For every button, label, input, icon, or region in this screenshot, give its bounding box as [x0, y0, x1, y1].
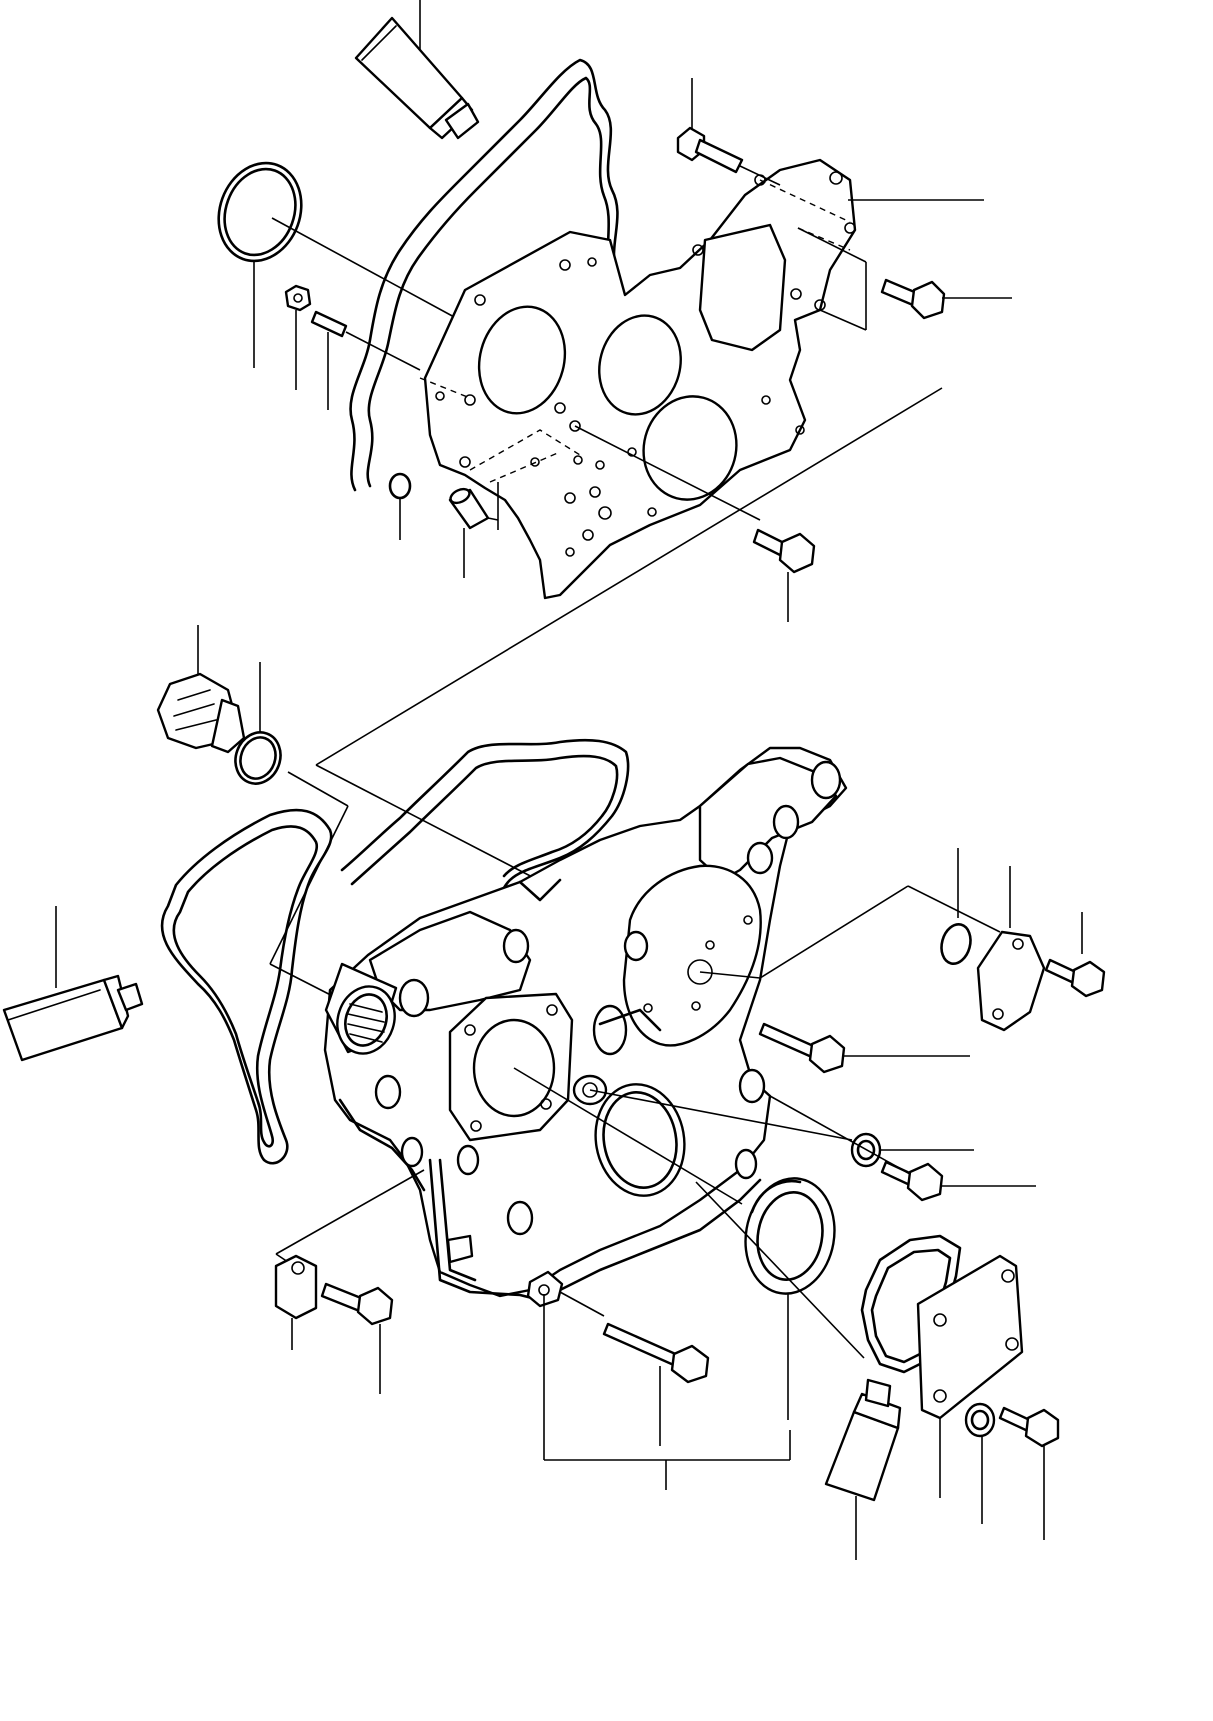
bolt-clamp	[320, 1282, 394, 1394]
bolt-cover-small	[1044, 912, 1106, 998]
nut-small	[284, 284, 312, 390]
gasket-middle	[340, 738, 630, 912]
sealant-tube-left	[2, 906, 144, 1062]
gasket-left	[160, 808, 333, 1165]
stud-small	[310, 310, 421, 410]
bolt-plate-center	[574, 425, 816, 622]
cover-plate	[916, 1254, 1024, 1498]
gear-case	[323, 746, 848, 1308]
dowel-pin	[448, 482, 499, 578]
bolt-washer	[769, 1095, 1036, 1202]
clamp	[274, 1169, 425, 1350]
oil-seal	[513, 1067, 865, 1420]
bolt-top-right-2	[797, 199, 1012, 331]
o-ring-right	[699, 848, 1001, 979]
sealant-tube-bottom	[824, 1378, 902, 1560]
plug	[156, 625, 246, 754]
o-ring-large	[217, 161, 457, 368]
o-ring-small	[388, 472, 412, 540]
bolt-case-bottom	[543, 1291, 791, 1490]
bolt-cover	[998, 1406, 1060, 1540]
cover-small	[976, 866, 1046, 1032]
washer-cover	[964, 1402, 996, 1524]
gasket-top	[349, 58, 619, 492]
sealant-tube-top	[354, 0, 480, 140]
bolt-top-right-1	[676, 78, 781, 186]
bolt-case-long	[758, 1022, 970, 1074]
front-plate	[419, 158, 857, 600]
